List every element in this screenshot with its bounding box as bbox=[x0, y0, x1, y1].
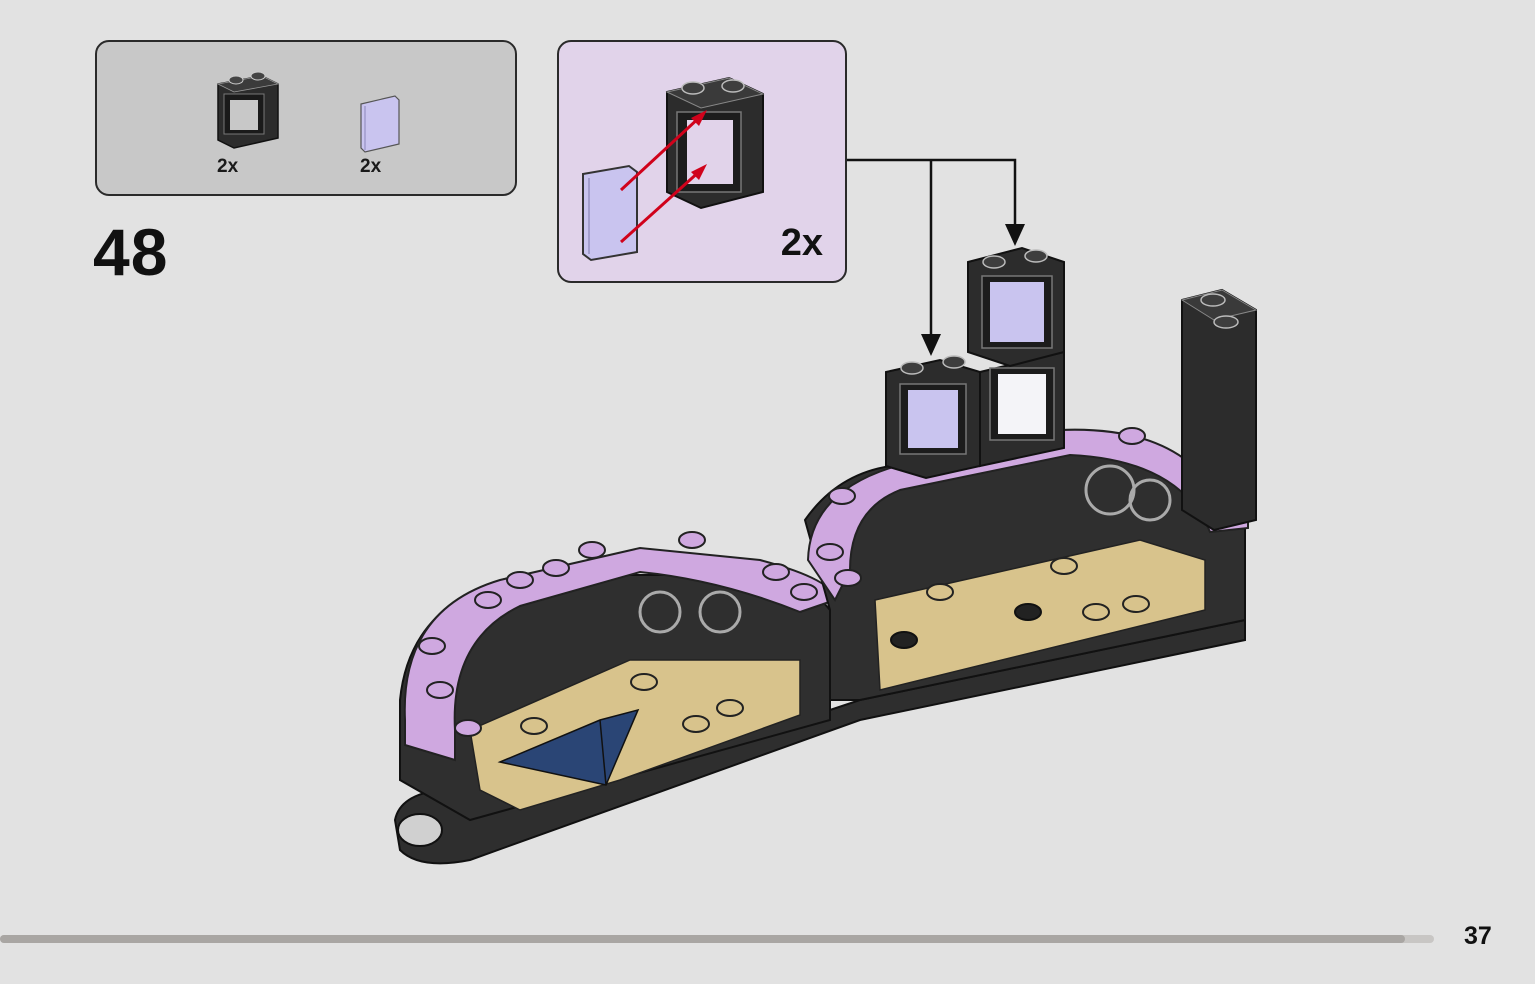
parts-list-box: 2x 2x bbox=[95, 40, 517, 196]
window-frame-upper bbox=[967, 246, 1065, 368]
window-frame-lower-right bbox=[979, 350, 1065, 468]
insert-arrow-top bbox=[619, 114, 703, 192]
lavender-glass-pane-icon bbox=[360, 95, 400, 153]
placement-arrows bbox=[847, 158, 1017, 340]
navy-tile bbox=[497, 708, 640, 786]
black-window-frame-icon bbox=[216, 71, 280, 149]
part-count-frame: 2x bbox=[217, 156, 239, 177]
insert-arrow-bottom bbox=[619, 168, 703, 244]
part-count-glass: 2x bbox=[360, 156, 382, 177]
window-frame-lower-left bbox=[885, 355, 981, 480]
subassembly-callout: 2x bbox=[557, 40, 847, 283]
step-number: 48 bbox=[93, 215, 169, 289]
page-number: 37 bbox=[1464, 922, 1492, 950]
progress-bar bbox=[0, 935, 1434, 943]
callout-count: 2x bbox=[780, 222, 823, 264]
progress-fill bbox=[0, 935, 1406, 943]
window-assembly-illustration bbox=[582, 76, 765, 262]
